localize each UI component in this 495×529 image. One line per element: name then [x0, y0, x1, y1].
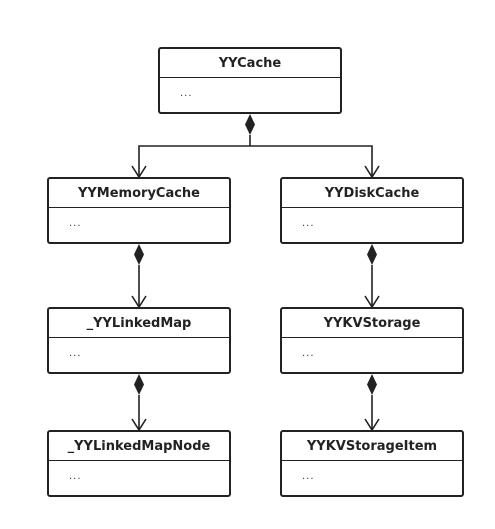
class-members: ...: [302, 348, 315, 359]
composition-linkedmap-node: [131, 374, 147, 432]
connector-line: [138, 135, 373, 177]
class-name: YYKVStorage: [282, 309, 462, 338]
class-name: YYMemoryCache: [49, 179, 229, 208]
class-box-yycache[interactable]: YYCache ...: [158, 47, 342, 114]
class-box-yykvstorageitem[interactable]: YYKVStorageItem ...: [280, 430, 464, 497]
class-name: _YYLinkedMap: [49, 309, 229, 338]
class-members: ...: [69, 218, 82, 229]
composition-diamond-icon: [367, 244, 377, 265]
arrowhead-icon: [131, 165, 380, 179]
composition-memorycache-linkedmap: [131, 244, 147, 309]
class-box-yydiskcache[interactable]: YYDiskCache ...: [280, 177, 464, 244]
class-name: YYCache: [160, 49, 340, 78]
composition-diamond-icon: [367, 374, 377, 395]
class-name: _YYLinkedMapNode: [49, 432, 229, 461]
class-members: ...: [302, 218, 315, 229]
class-members: ...: [180, 88, 193, 99]
class-box-yymemorycache[interactable]: YYMemoryCache ...: [47, 177, 231, 244]
composition-diamond-icon: [245, 114, 255, 135]
composition-diskcache-kvstorage: [364, 244, 380, 309]
class-name: YYKVStorageItem: [282, 432, 462, 461]
composition-kvstorage-item: [364, 374, 380, 432]
class-box-yylinkedmapnode[interactable]: _YYLinkedMapNode ...: [47, 430, 231, 497]
class-members: ...: [69, 348, 82, 359]
class-members: ...: [302, 471, 315, 482]
class-members: ...: [69, 471, 82, 482]
composition-diamond-icon: [134, 374, 144, 395]
composition-yycache-children: [131, 114, 380, 179]
class-name: YYDiskCache: [282, 179, 462, 208]
class-box-yykvstorage[interactable]: YYKVStorage ...: [280, 307, 464, 374]
class-box-yylinkedmap[interactable]: _YYLinkedMap ...: [47, 307, 231, 374]
composition-diamond-icon: [134, 244, 144, 265]
